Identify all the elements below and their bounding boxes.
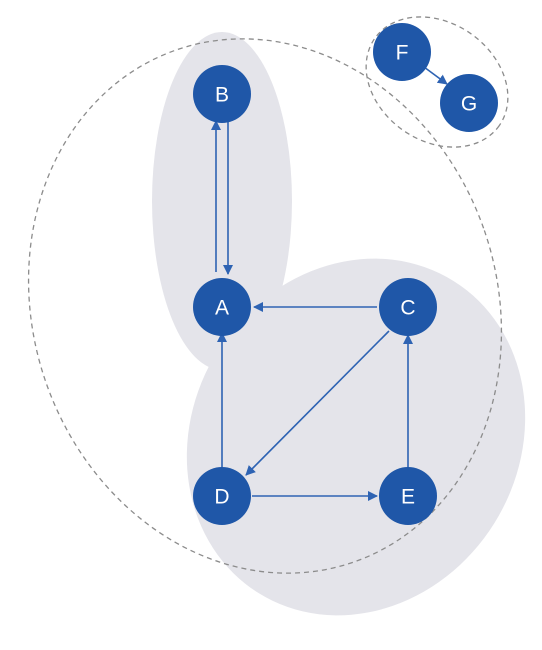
node-e-label: E bbox=[401, 486, 415, 509]
node-c: C bbox=[379, 278, 437, 336]
node-d-circle bbox=[193, 467, 251, 525]
node-b-circle bbox=[193, 65, 251, 123]
node-c-label: C bbox=[400, 297, 415, 320]
node-a: A bbox=[193, 278, 251, 336]
node-g-circle bbox=[440, 74, 498, 132]
node-f: F bbox=[373, 23, 431, 81]
node-g-label: G bbox=[461, 93, 477, 116]
node-f-circle bbox=[373, 23, 431, 81]
node-c-circle bbox=[379, 278, 437, 336]
node-a-label: A bbox=[215, 297, 229, 320]
shaded-region-a-b bbox=[152, 32, 292, 370]
nodes: A B C D E F G bbox=[193, 23, 498, 525]
node-b: B bbox=[193, 65, 251, 123]
node-a-circle bbox=[193, 278, 251, 336]
edges bbox=[211, 66, 448, 501]
node-d: D bbox=[193, 467, 251, 525]
node-b-label: B bbox=[215, 84, 229, 107]
node-d-label: D bbox=[214, 486, 229, 509]
shaded-region-c-d-e bbox=[186, 258, 526, 616]
node-e: E bbox=[379, 467, 437, 525]
dashed-region-f-g bbox=[365, 16, 509, 148]
node-f-label: F bbox=[396, 42, 409, 65]
edge-c-to-d bbox=[245, 330, 390, 476]
shaded-regions bbox=[152, 32, 526, 616]
edge-f-to-g bbox=[423, 66, 448, 85]
node-e-circle bbox=[379, 467, 437, 525]
node-g: G bbox=[440, 74, 498, 132]
